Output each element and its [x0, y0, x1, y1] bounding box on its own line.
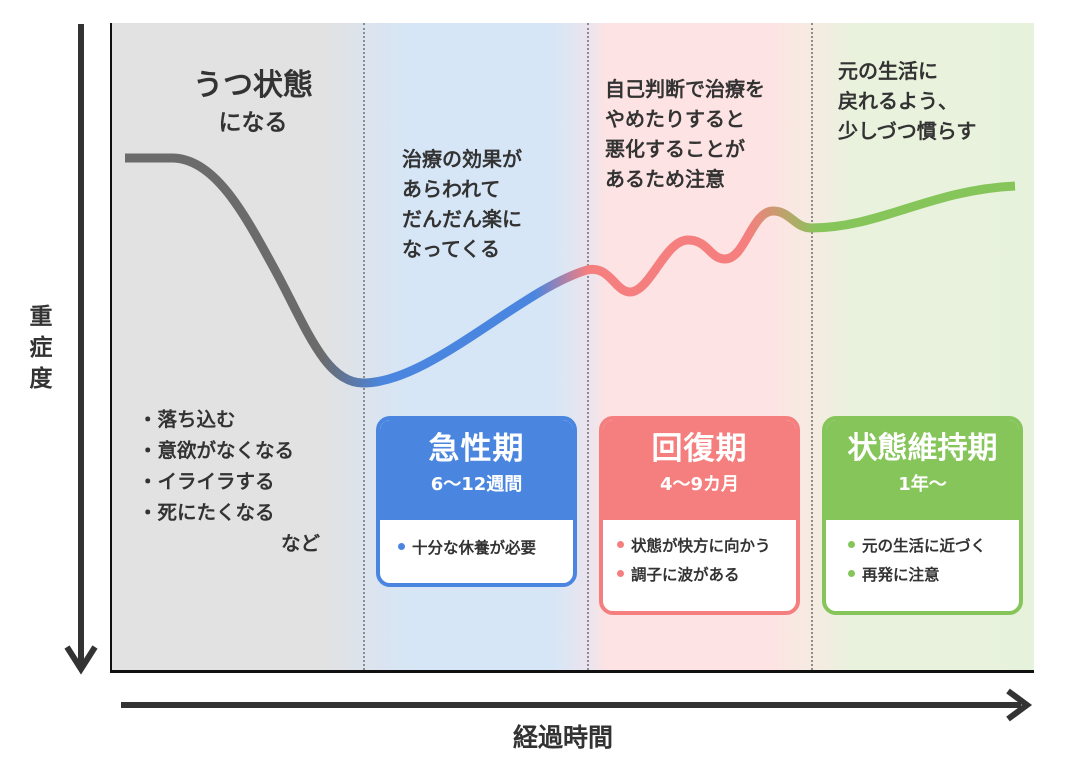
divider-recovery — [587, 23, 589, 670]
card-acute: 急性期 6〜12週間 十分な休養が必要 — [376, 416, 577, 587]
card-title: 回復期 — [651, 431, 748, 467]
symptom-item: ・イライラする — [138, 470, 275, 493]
card-recovery: 回復期 4〜9カ月 状態が快方に向かう 調子に波がある — [599, 416, 800, 615]
desc-line: なってくる — [402, 237, 500, 261]
card-title: 状態維持期 — [847, 431, 998, 466]
y-axis-label: 重症度 — [29, 304, 53, 392]
card-item: 元の生活に近づく — [848, 532, 1019, 561]
desc-line: 戻れるよう、 — [838, 89, 958, 113]
card-period: 6〜12週間 — [430, 474, 523, 495]
y-axis-arrowhead-icon — [64, 645, 98, 675]
card-header: 回復期 4〜9カ月 — [603, 420, 796, 520]
onset-title: うつ状態 になる — [178, 66, 328, 140]
onset-title-line2: になる — [218, 110, 288, 136]
bullet-icon — [848, 570, 855, 577]
symptom-item: ・意欲がなくなる — [138, 439, 295, 462]
card-header: 状態維持期 1年〜 — [826, 420, 1019, 520]
card-body: 状態が快方に向かう 調子に波がある — [603, 520, 796, 590]
card-header: 急性期 6〜12週間 — [380, 420, 573, 520]
desc-line: 悪化することが — [605, 137, 745, 161]
bullet-icon — [617, 570, 624, 577]
x-axis-arrow-line — [121, 702, 1021, 708]
maintenance-description: 元の生活に 戻れるよう、 少しづつ慣らす — [838, 56, 976, 146]
recovery-description: 自己判断で治療を やめたりすると 悪化することが あるため注意 — [605, 74, 765, 194]
card-item: 十分な休養が必要 — [398, 534, 573, 563]
divider-acute — [363, 23, 365, 670]
desc-line: あらわれて — [402, 177, 501, 201]
divider-maintenance — [811, 23, 813, 670]
desc-line: だんだん楽に — [402, 207, 522, 231]
desc-line: 治療の効果が — [402, 147, 522, 171]
desc-line: 自己判断で治療を — [605, 77, 765, 101]
card-body: 十分な休養が必要 — [380, 520, 573, 563]
desc-line: あるため注意 — [605, 167, 725, 191]
card-item: 状態が快方に向かう — [617, 532, 796, 561]
x-axis-label: 経過時間 — [513, 723, 614, 752]
card-item: 調子に波がある — [617, 561, 796, 590]
y-axis-arrow-line — [78, 24, 84, 664]
card-maintenance: 状態維持期 1年〜 元の生活に近づく 再発に注意 — [822, 416, 1023, 615]
x-axis-arrowhead-icon — [1006, 688, 1033, 722]
card-period: 1年〜 — [898, 474, 947, 495]
card-period: 4〜9カ月 — [659, 474, 740, 495]
bullet-icon — [848, 541, 855, 548]
symptom-item: ・落ち込む — [138, 408, 236, 431]
bullet-icon — [398, 543, 405, 550]
desc-line: やめたりすると — [605, 107, 745, 131]
symptom-suffix: など — [280, 532, 320, 555]
card-title: 急性期 — [428, 431, 525, 467]
card-body: 元の生活に近づく 再発に注意 — [826, 520, 1019, 590]
symptom-item: ・死にたくなる — [138, 501, 275, 524]
bullet-icon — [617, 541, 624, 548]
symptom-list: ・落ち込む ・意欲がなくなる ・イライラする ・死にたくなる など — [138, 404, 320, 559]
desc-line: 元の生活に — [838, 59, 938, 83]
desc-line: 少しづつ慣らす — [838, 119, 977, 143]
onset-title-line1: うつ状態 — [193, 68, 313, 103]
acute-description: 治療の効果が あらわれて だんだん楽に なってくる — [402, 144, 522, 264]
card-item: 再発に注意 — [848, 561, 1019, 590]
